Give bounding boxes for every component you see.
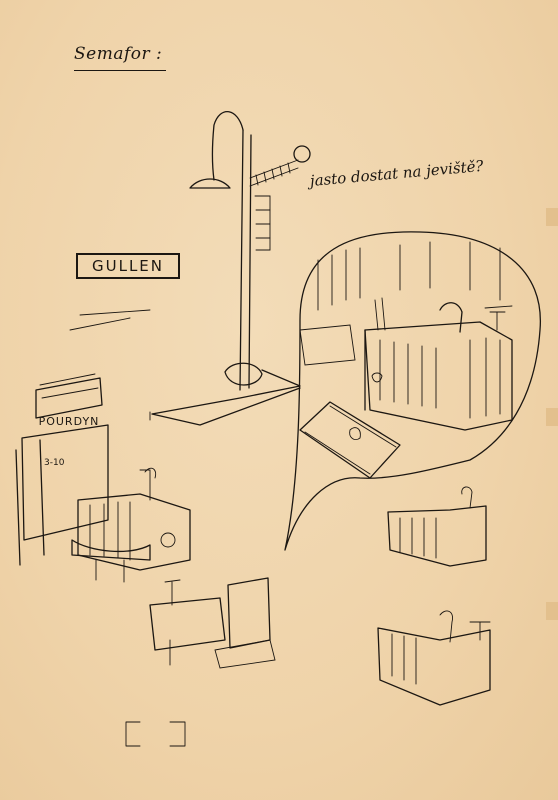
- title-underline: [74, 70, 166, 71]
- stage-set-lower: [149, 577, 276, 669]
- poster-date: 3-10: [44, 458, 65, 468]
- page-tab-marker: [546, 208, 558, 226]
- page-title: Semafor :: [74, 44, 163, 64]
- stage-set-bottom-right: [377, 610, 491, 706]
- backdrop-sketch: [299, 241, 501, 366]
- desk-piece-right: [387, 486, 487, 567]
- page-tab-marker: [546, 408, 558, 426]
- small-frame-doodle: [125, 721, 186, 747]
- stage-set-left: [71, 467, 191, 583]
- gullen-sign: GULLEN: [76, 253, 180, 279]
- lamp-post-sketch: [149, 111, 311, 426]
- page-tab-marker: [546, 602, 558, 620]
- stage-bubble-outline: [284, 231, 541, 551]
- left-building-sketch: [15, 309, 151, 566]
- poster-label: POURDYN: [38, 414, 100, 428]
- stage-set-main: [364, 297, 513, 431]
- platform-piece: [299, 401, 401, 479]
